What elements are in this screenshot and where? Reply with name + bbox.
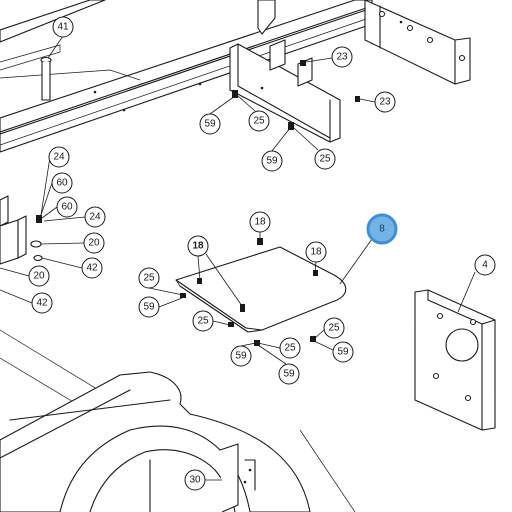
callout-60[interactable]: 60	[56, 196, 78, 218]
callout-23[interactable]: 23	[331, 46, 353, 68]
callout-25[interactable]: 25	[248, 110, 270, 132]
callout-label: 41	[57, 22, 69, 33]
side-channel-bracket	[364, 0, 471, 85]
selected-callout-label: 8	[379, 224, 385, 235]
callout-circle[interactable]	[83, 232, 105, 254]
callout-circle[interactable]	[81, 257, 103, 279]
callout-59[interactable]: 59	[138, 296, 160, 318]
callout-circle[interactable]	[28, 265, 50, 287]
callout-label: 25	[284, 343, 296, 354]
callout-circle[interactable]	[474, 254, 496, 276]
callout-circle[interactable]	[278, 363, 300, 385]
callout-25[interactable]: 25	[138, 267, 160, 289]
callout-label: 30	[189, 475, 201, 486]
callout-label: 20	[88, 238, 100, 249]
callout-59[interactable]: 59	[230, 345, 252, 367]
shaft-part	[40, 56, 52, 101]
callout-circle[interactable]	[52, 16, 74, 38]
callout-label: 42	[86, 263, 98, 274]
callout-circle[interactable]	[374, 91, 396, 113]
callout-label: 25	[197, 316, 209, 327]
callout-label: 59	[143, 302, 155, 313]
lower-housing	[0, 329, 356, 512]
callout-circle[interactable]	[332, 341, 354, 363]
callout-circle[interactable]	[31, 292, 53, 314]
callout-59[interactable]: 59	[278, 363, 300, 385]
callout-label: 23	[379, 97, 391, 108]
callout-18[interactable]: 18	[187, 235, 209, 257]
selected-callout-circle[interactable]	[366, 213, 398, 245]
callout-bubbles: 41 23 23 59 25 59 25 24 60 60 24 20 42 20 42 18 18 18 25 59…	[28, 16, 496, 491]
callout-25[interactable]: 25	[323, 317, 345, 339]
callout-label: 18	[254, 217, 266, 228]
callout-20[interactable]: 20	[83, 232, 105, 254]
callout-circle[interactable]	[314, 148, 336, 170]
callout-circle[interactable]	[184, 469, 206, 491]
callout-label: 18	[192, 241, 204, 252]
callout-circle[interactable]	[323, 317, 345, 339]
callout-label: 25	[253, 116, 265, 127]
cross-member	[229, 39, 341, 143]
callout-23[interactable]: 23	[374, 91, 396, 113]
callout-label: 59	[266, 156, 278, 167]
callout-label: 4	[482, 260, 488, 271]
callout-label: 24	[89, 212, 101, 223]
callout-circle[interactable]	[331, 46, 353, 68]
callout-label: 25	[319, 154, 331, 165]
callout-label: 60	[56, 178, 68, 189]
callout-label: 25	[143, 273, 155, 284]
callout-circle[interactable]	[56, 196, 78, 218]
callout-59[interactable]: 59	[199, 113, 221, 135]
callout-59[interactable]: 59	[332, 341, 354, 363]
callout-label: 25	[328, 323, 340, 334]
callout-circle[interactable]	[230, 345, 252, 367]
callout-label: 60	[61, 202, 73, 213]
callout-42[interactable]: 42	[81, 257, 103, 279]
callout-18[interactable]: 18	[249, 211, 271, 233]
callout-circle[interactable]	[305, 241, 327, 263]
callout-24[interactable]: 24	[84, 206, 106, 228]
callout-30[interactable]: 30	[184, 469, 206, 491]
callout-label: 42	[36, 298, 48, 309]
callout-18[interactable]: 18	[305, 241, 327, 263]
callout-label: 18	[310, 247, 322, 258]
callout-circle[interactable]	[192, 310, 214, 332]
skid-plate	[175, 246, 347, 333]
callout-circle[interactable]	[249, 211, 271, 233]
callout-60[interactable]: 60	[51, 172, 73, 194]
callout-circle[interactable]	[248, 110, 270, 132]
callout-25[interactable]: 25	[279, 337, 301, 359]
mounting-plate	[414, 289, 496, 431]
callout-label: 59	[337, 347, 349, 358]
left-bracket-assembly	[0, 195, 43, 265]
callout-59[interactable]: 59	[261, 150, 283, 172]
callout-circle[interactable]	[48, 146, 70, 168]
callout-circle[interactable]	[51, 172, 73, 194]
callout-circle[interactable]	[138, 296, 160, 318]
leader-lines	[0, 35, 476, 481]
callout-24[interactable]: 24	[48, 146, 70, 168]
callout-41[interactable]: 41	[52, 16, 74, 38]
callout-circle[interactable]	[84, 206, 106, 228]
callout-label: 24	[53, 152, 65, 163]
callout-20[interactable]: 20	[28, 265, 50, 287]
callout-25[interactable]: 25	[192, 310, 214, 332]
callout-circle[interactable]	[279, 337, 301, 359]
callout-label: 59	[204, 119, 216, 130]
fasteners	[36, 60, 360, 346]
callout-4[interactable]: 4	[474, 254, 496, 276]
callout-42[interactable]: 42	[31, 292, 53, 314]
callout-circle[interactable]	[199, 113, 221, 135]
callout-label: 20	[33, 271, 45, 282]
callout-circle[interactable]	[138, 267, 160, 289]
selected-callout-8[interactable]: 8	[366, 213, 398, 245]
callout-circle[interactable]	[261, 150, 283, 172]
callout-circle[interactable]	[187, 235, 209, 257]
callout-label: 59	[235, 351, 247, 362]
callout-25[interactable]: 25	[314, 148, 336, 170]
callout-label: 59	[283, 369, 295, 380]
callout-label: 23	[336, 52, 348, 63]
